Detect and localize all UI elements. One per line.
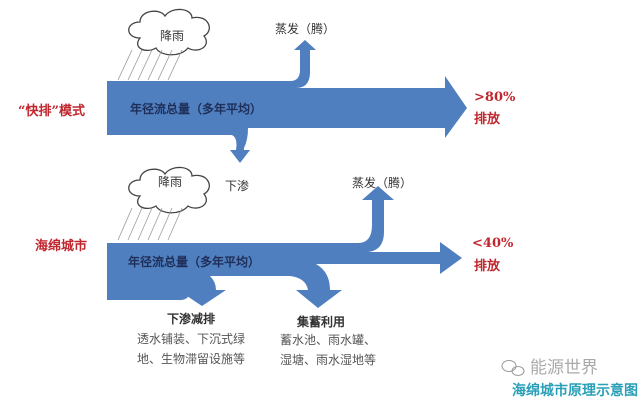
sponge-city-flow-diagram: 年径流总量（多年平均） 降雨 蒸发（腾） 海绵城市 <40% 排放 下渗减排 透… xyxy=(35,166,514,367)
infiltration-label: 下渗 xyxy=(225,178,249,193)
watermark: 能源世界 海绵城市原理示意图 xyxy=(501,358,638,398)
mode-label: 海绵城市 xyxy=(35,238,87,254)
wechat-icon xyxy=(501,360,525,376)
brand-text: 能源世界 xyxy=(530,358,598,377)
infiltration-line: 地、生物滞留设施等 xyxy=(137,352,245,366)
rain-lines-icon xyxy=(117,49,183,81)
runoff-arrow xyxy=(107,40,467,163)
evaporation-label: 蒸发（腾） xyxy=(275,21,335,36)
evaporation-label: 蒸发（腾） xyxy=(352,175,412,190)
storage-title: 集蓄利用 xyxy=(296,314,345,329)
mode-label: “快排”模式 xyxy=(18,103,85,119)
rain-label: 降雨 xyxy=(160,29,184,43)
runoff-arrow xyxy=(107,186,462,308)
discharge-percent: <40% xyxy=(472,236,514,251)
infiltration-line: 透水铺装、下沉式绿 xyxy=(137,331,245,346)
fast-drain-diagram: 年径流总量（多年平均） 降雨 蒸发（腾） 下渗 “快排”模式 >80% 排放 xyxy=(18,8,516,193)
storage-line: 湿塘、雨水湿地等 xyxy=(280,352,376,367)
storage-line: 蓄水池、雨水罐、 xyxy=(280,333,376,347)
discharge-percent: >80% xyxy=(474,90,516,105)
discharge-label: 排放 xyxy=(474,258,501,274)
caption-text: 海绵城市原理示意图 xyxy=(512,382,638,398)
rain-lines-icon xyxy=(117,207,183,241)
discharge-label: 排放 xyxy=(474,111,501,127)
infiltration-title: 下渗减排 xyxy=(167,311,215,326)
flow-label: 年径流总量（多年平均） xyxy=(130,101,262,116)
flow-label: 年径流总量（多年平均） xyxy=(128,254,260,269)
rain-label: 降雨 xyxy=(158,175,182,189)
